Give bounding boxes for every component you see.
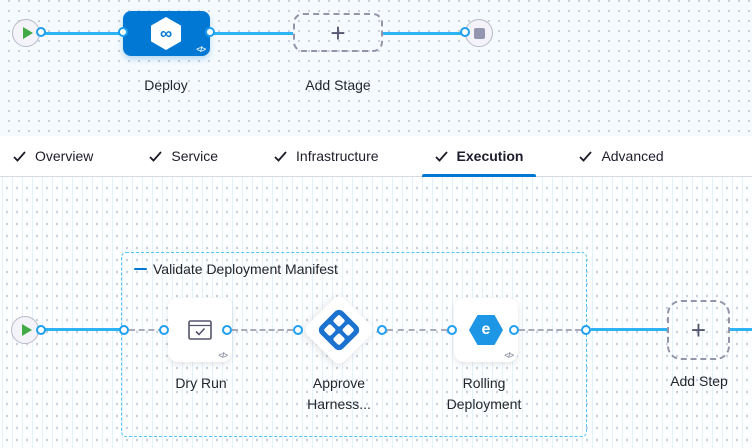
check-icon bbox=[434, 150, 448, 162]
code-icon: </> bbox=[196, 45, 206, 54]
check-icon bbox=[274, 150, 287, 162]
port bbox=[293, 325, 303, 335]
code-icon: </> bbox=[218, 351, 228, 360]
edge-dashed bbox=[232, 329, 293, 331]
tab-overview[interactable]: Overview bbox=[0, 136, 106, 176]
step-node-dry-run[interactable]: </> bbox=[168, 298, 232, 362]
port bbox=[509, 325, 519, 335]
active-tab-underline bbox=[421, 174, 537, 177]
check-icon bbox=[579, 150, 593, 162]
step-group-box: Validate Deployment Manifest bbox=[121, 252, 587, 437]
stage-label-deploy: Deploy bbox=[144, 77, 188, 93]
plus-icon: + bbox=[330, 17, 346, 48]
port bbox=[222, 325, 232, 335]
tab-advanced[interactable]: Advanced bbox=[566, 136, 676, 176]
stop-icon bbox=[474, 28, 485, 39]
add-step-button[interactable]: + bbox=[667, 300, 730, 360]
edge-dashed bbox=[129, 329, 164, 331]
port bbox=[205, 27, 215, 37]
play-icon bbox=[23, 27, 33, 39]
port bbox=[377, 325, 387, 335]
step-label-approval: Approve Harness... bbox=[307, 375, 371, 412]
code-icon: </> bbox=[504, 351, 514, 360]
edge-start-to-deploy bbox=[41, 32, 123, 35]
execution-graph-canvas: Validate Deployment Manifest </> Dry Run… bbox=[0, 177, 752, 448]
add-step-label: Add Step bbox=[670, 373, 728, 389]
cd-stage-hexagon-icon: ∞ bbox=[151, 17, 181, 50]
step-group-title: Validate Deployment Manifest bbox=[153, 261, 338, 277]
stage-pipeline-canvas: ∞ </> Deploy + Add Stage bbox=[0, 0, 752, 136]
edge-addstep-out bbox=[730, 328, 752, 331]
stage-config-tabs: Overview Service Infrastructure Executio… bbox=[0, 136, 752, 177]
stage-node-deploy[interactable]: ∞ </> bbox=[123, 11, 210, 56]
harness-approval-icon bbox=[316, 307, 362, 353]
step-label-rolling-deployment: Rolling Deployment bbox=[446, 375, 522, 412]
port bbox=[460, 27, 470, 37]
collapse-icon[interactable] bbox=[134, 267, 147, 271]
edge-group-to-addstep bbox=[591, 328, 667, 331]
rolling-deployment-icon: e bbox=[469, 315, 503, 345]
tab-execution[interactable]: Execution bbox=[421, 136, 537, 177]
execution-start-node bbox=[11, 316, 39, 344]
edge-deploy-to-addstage bbox=[210, 32, 293, 35]
edge-addstage-to-end bbox=[383, 32, 465, 35]
step-node-rolling-deployment[interactable]: e </> bbox=[454, 298, 518, 362]
port bbox=[118, 27, 128, 37]
play-icon bbox=[22, 324, 32, 336]
port bbox=[119, 325, 129, 335]
tab-service[interactable]: Service bbox=[136, 136, 231, 176]
check-icon bbox=[13, 150, 26, 162]
port bbox=[447, 325, 457, 335]
edge-start-to-group bbox=[41, 328, 122, 331]
port bbox=[159, 325, 169, 335]
edge-dashed bbox=[387, 329, 447, 331]
check-icon bbox=[149, 150, 163, 162]
step-label-dry-run: Dry Run bbox=[175, 375, 227, 391]
add-stage-button[interactable]: + bbox=[293, 13, 383, 52]
tab-infrastructure[interactable]: Infrastructure bbox=[261, 136, 391, 176]
dry-run-icon bbox=[168, 298, 232, 362]
pipeline-start-node bbox=[12, 19, 40, 47]
step-group-header[interactable]: Validate Deployment Manifest bbox=[134, 261, 338, 277]
plus-icon: + bbox=[690, 315, 707, 345]
port bbox=[581, 325, 591, 335]
edge-dashed bbox=[519, 329, 581, 331]
add-stage-label: Add Stage bbox=[305, 77, 371, 93]
port bbox=[36, 27, 46, 37]
port bbox=[36, 325, 46, 335]
